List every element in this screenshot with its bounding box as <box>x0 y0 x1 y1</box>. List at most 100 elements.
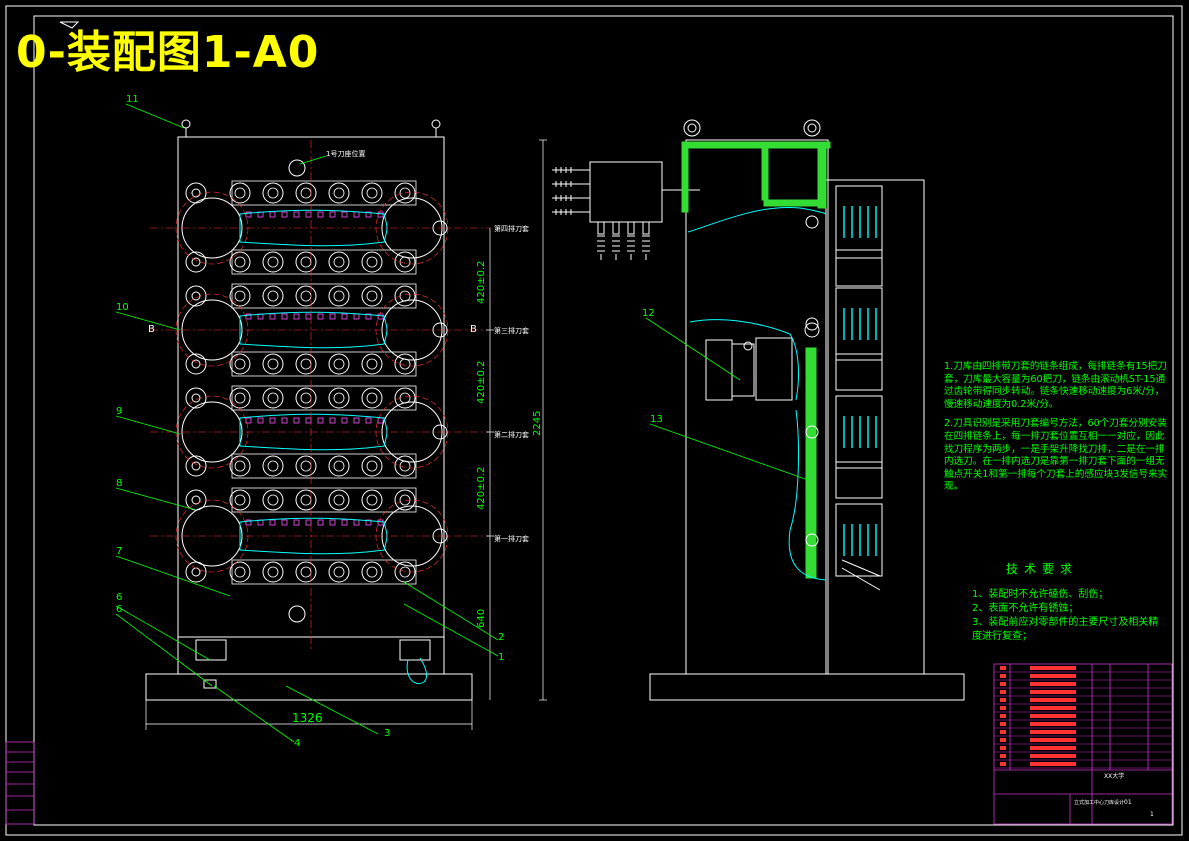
corner-mark <box>59 21 80 29</box>
tool-pocket <box>229 387 251 409</box>
tool-pocket-inner <box>366 290 378 302</box>
tool-pocket-inner <box>300 494 312 506</box>
tool-pocket-inner <box>399 358 411 370</box>
tool-marker <box>329 519 336 526</box>
callout-8: 8 <box>116 478 122 489</box>
dim-pitch-top: 420±0.2 <box>476 261 487 304</box>
parts-row-index <box>1000 666 1006 670</box>
parts-row-index <box>1000 698 1006 702</box>
tool-marker <box>341 519 348 526</box>
tool-pocket-inner <box>267 460 279 472</box>
tool-marker <box>305 211 312 218</box>
tool-marker <box>293 519 300 526</box>
row-label-1: 第一排刀套 <box>494 534 529 543</box>
tool-marker <box>245 313 252 320</box>
parts-row-index <box>1000 738 1006 742</box>
tool-pocket <box>328 285 350 307</box>
tool-marker <box>293 211 300 218</box>
tool-pocket-inner <box>300 358 312 370</box>
tool-marker <box>293 313 300 320</box>
tool-pocket-inner <box>234 566 246 578</box>
parts-row-name <box>1030 762 1076 766</box>
tool-marker <box>365 519 372 526</box>
tool-pocket <box>229 251 251 273</box>
tool-pocket-inner <box>267 392 279 404</box>
holder-spacer <box>835 461 883 499</box>
tool-pocket <box>361 285 383 307</box>
tool-marker <box>293 417 300 424</box>
tool-marker <box>329 417 336 424</box>
callout-12: 12 <box>642 308 655 319</box>
tool-pocket-inner <box>333 187 345 199</box>
tool-marker <box>257 417 264 424</box>
edge-pocket <box>185 561 207 583</box>
callout-7: 7 <box>116 546 122 557</box>
tool-pocket-inner <box>366 256 378 268</box>
edge-pocket <box>185 353 207 375</box>
dim-total-height: 2245 <box>532 411 543 436</box>
tool-pocket <box>394 353 416 375</box>
tool-pocket <box>229 353 251 375</box>
tool-pocket-inner <box>333 256 345 268</box>
callout-6b: 6 <box>116 604 122 615</box>
holder-spacer <box>835 249 883 287</box>
tool-pocket <box>361 353 383 375</box>
parts-row-name <box>1030 682 1076 686</box>
callout-13: 13 <box>650 414 663 425</box>
section-mark-right: B <box>470 324 477 335</box>
requirement-3: 3、装配前应对零部件的主要尺寸及相关精度进行复查； <box>972 617 1159 642</box>
edge-pocket-inner <box>191 567 201 577</box>
tool-marker <box>329 211 336 218</box>
note-2: 2.刀具识别是采用刀套编号方法，60个刀套分别安装在四排链条上，每一排刀套位置互… <box>944 418 1168 493</box>
dim-pitch-bottom: 420±0.2 <box>476 467 487 510</box>
dimension-text: 1326 420±0.2 420±0.2 420±0.2 640 2245 <box>292 261 543 725</box>
tool-pocket <box>295 251 317 273</box>
dim-pitch-mid: 420±0.2 <box>476 361 487 404</box>
tool-pocket-inner <box>267 358 279 370</box>
weld-frame <box>681 141 831 579</box>
parts-row-index <box>1000 714 1006 718</box>
edge-pocket-inner <box>191 188 201 198</box>
tool-pocket <box>295 285 317 307</box>
tool-pocket-inner <box>333 392 345 404</box>
section-mark-left: B <box>148 324 155 335</box>
dim-base-height: 640 <box>476 609 487 628</box>
tool-marker <box>281 519 288 526</box>
side-tool-holders <box>805 185 883 577</box>
note-1: 1.刀库由四排带刀套的链条组成，每排链条有15把刀套，刀库最大容量为60把刀，链… <box>944 361 1167 410</box>
edge-pocket-inner <box>191 393 201 403</box>
tool-marker <box>341 211 348 218</box>
edge-pocket <box>185 387 207 409</box>
parts-row-index <box>1000 730 1006 734</box>
tool-pocket-inner <box>333 290 345 302</box>
tool-rail <box>231 249 417 275</box>
drawing-code: 01 <box>1124 799 1132 806</box>
tool-pocket <box>328 182 350 204</box>
drill-shank <box>627 221 635 235</box>
tool-pocket <box>295 489 317 511</box>
parts-row-index <box>1000 674 1006 678</box>
tool-pocket <box>394 455 416 477</box>
edge-pocket <box>185 251 207 273</box>
side-base <box>649 673 965 701</box>
tool-pocket-inner <box>234 392 246 404</box>
dimension-lines <box>145 139 547 730</box>
tool-pocket-inner <box>399 392 411 404</box>
cable <box>406 657 427 684</box>
requirement-1: 1、装配时不允许磕伤、刮伤； <box>972 589 1109 600</box>
tool-rail <box>231 283 417 309</box>
edge-pocket-inner <box>191 495 201 505</box>
drawing-name: 立式加工中心刀库设计 <box>1074 799 1124 806</box>
holder-block <box>835 395 883 469</box>
tool-pocket <box>262 489 284 511</box>
holder-block <box>835 503 883 577</box>
callout-10: 10 <box>116 302 129 313</box>
tool-pocket <box>295 387 317 409</box>
tool-marker <box>353 417 360 424</box>
tool-pocket <box>229 182 251 204</box>
tool-rail <box>231 180 417 206</box>
parts-row-name <box>1030 746 1076 750</box>
tool-marker <box>329 313 336 320</box>
tool-pocket-inner <box>267 494 279 506</box>
tool-pocket <box>328 455 350 477</box>
